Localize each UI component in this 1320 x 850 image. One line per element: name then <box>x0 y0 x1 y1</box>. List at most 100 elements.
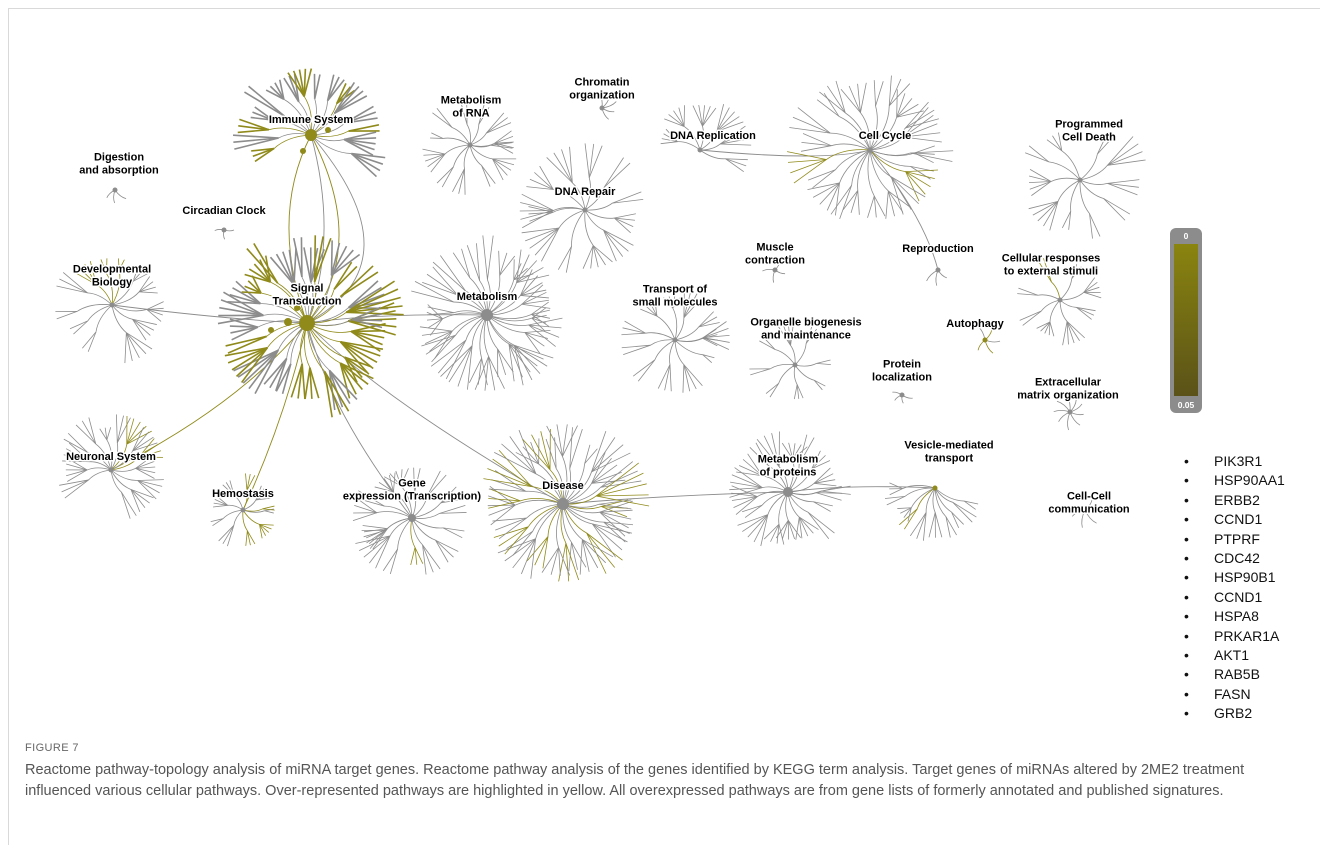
pathway-leaf <box>1029 175 1052 182</box>
pathway-leaf <box>414 547 418 565</box>
pathway-branch <box>1057 179 1081 202</box>
reproduction-cluster <box>926 267 947 286</box>
pathway-leaf <box>508 343 523 378</box>
pathway-branch <box>794 343 807 366</box>
pathway-leaf <box>592 523 632 534</box>
pathway-leaf <box>488 356 496 391</box>
pathway-leaf <box>562 424 568 457</box>
pathway-branch <box>869 149 911 156</box>
pathway-leaf <box>254 106 274 121</box>
pathway-leaf <box>354 505 377 514</box>
pathway-leaf <box>410 547 416 566</box>
autophagy-label-line: Autophagy <box>946 318 1004 330</box>
pathway-leaf <box>530 538 537 579</box>
pathway-leaf <box>218 525 235 542</box>
pathway-connector <box>306 134 365 324</box>
pathway-leaf <box>603 162 631 188</box>
pathway-leaf <box>227 300 261 305</box>
pathway-branch <box>95 304 113 332</box>
circadian-clock-label-line: Circadian Clock <box>182 205 266 217</box>
pathway-leaf <box>787 520 796 540</box>
pathway-leaf <box>720 143 752 146</box>
pathway-leaf <box>903 136 942 143</box>
pathway-leaf <box>293 248 297 285</box>
pathway-leaf <box>425 153 446 162</box>
pathway-leaf <box>702 337 718 347</box>
pathway-branch <box>571 209 586 247</box>
metabolism-of-proteins-label-line: Metabolism <box>758 454 819 466</box>
pathway-leaf <box>474 356 489 390</box>
pathway-leaf <box>802 133 832 147</box>
pathway-branch <box>778 364 796 384</box>
pathway-branch <box>851 149 871 186</box>
pathway-branch <box>453 144 471 167</box>
pathway-leaf <box>264 510 274 514</box>
pathway-leaf <box>1028 200 1059 210</box>
dna-replication-label-line: DNA Replication <box>670 130 756 142</box>
pathway-branch <box>88 469 112 481</box>
pathway-leaf <box>759 340 776 350</box>
pathway-leaf <box>439 512 467 514</box>
pathway-leaf <box>512 531 533 556</box>
pathway-leaf <box>389 548 398 575</box>
pathway-leaf <box>889 488 903 496</box>
pathway-leaf <box>498 517 527 539</box>
pathway-leaf <box>586 532 623 561</box>
pathway-leaf <box>422 282 458 296</box>
pathway-leaf <box>668 114 685 127</box>
bullet-icon: • <box>1184 569 1189 586</box>
vesicle-mediated-transport-label-line: Vesicle-mediated <box>904 440 993 452</box>
pathway-leaf <box>614 217 635 221</box>
pathway-leaf <box>137 479 164 481</box>
pathway-leaf <box>497 348 507 376</box>
pathway-leaf <box>702 354 715 359</box>
pathway-leaf <box>427 312 454 316</box>
pathway-leaf <box>1032 200 1059 216</box>
pathway-leaf <box>737 514 768 526</box>
signal-transduction-subhub <box>284 318 292 326</box>
pathway-leaf <box>521 193 554 211</box>
pathway-leaf <box>887 190 895 217</box>
pathway-leaf <box>497 348 514 373</box>
pathway-leaf <box>816 362 831 366</box>
pathway-leaf <box>531 309 550 315</box>
metabolism-of-proteins-label-line: of proteins <box>760 467 817 479</box>
pathway-leaf <box>427 306 454 314</box>
pathway-branch <box>1051 281 1061 301</box>
pathway-leaf <box>814 482 837 487</box>
pathway-leaf <box>1096 131 1109 155</box>
cellular-responses-label-line: Cellular responses <box>1002 253 1100 265</box>
pathway-leaf <box>814 479 836 484</box>
pathway-leaf <box>432 112 453 128</box>
pathway-leaf <box>486 112 505 134</box>
pathway-branch <box>845 112 871 151</box>
pathway-leaf <box>654 298 658 317</box>
pathway-leaf <box>798 516 814 534</box>
pathway-leaf <box>303 68 307 97</box>
pathway-branch <box>769 364 796 370</box>
pathway-leaf <box>799 516 819 530</box>
gene-list-item: •CCND1 <box>1184 510 1285 529</box>
pathway-leaf <box>350 330 383 346</box>
pathway-leaf <box>344 105 374 124</box>
pathway-connector <box>242 322 308 511</box>
pathway-leaf <box>860 82 867 113</box>
pathway-leaf <box>278 79 285 100</box>
pathway-leaf <box>431 132 444 139</box>
pathway-leaf <box>84 264 97 285</box>
pathway-branch <box>584 177 591 211</box>
pathway-leaf <box>495 517 527 531</box>
pathway-leaf <box>1049 321 1055 337</box>
autophagy-hub <box>982 337 988 343</box>
metabolism-of-rna-cluster <box>422 103 517 195</box>
pathway-leaf <box>481 165 496 184</box>
pathway-leaf <box>603 157 624 188</box>
pathway-branch <box>411 502 442 519</box>
dna-replication-hub <box>697 147 703 153</box>
pathway-leaf <box>1017 293 1038 296</box>
pathway-leaf <box>481 358 488 386</box>
pathway-leaf <box>539 165 554 190</box>
pathway-leaf <box>344 111 377 124</box>
